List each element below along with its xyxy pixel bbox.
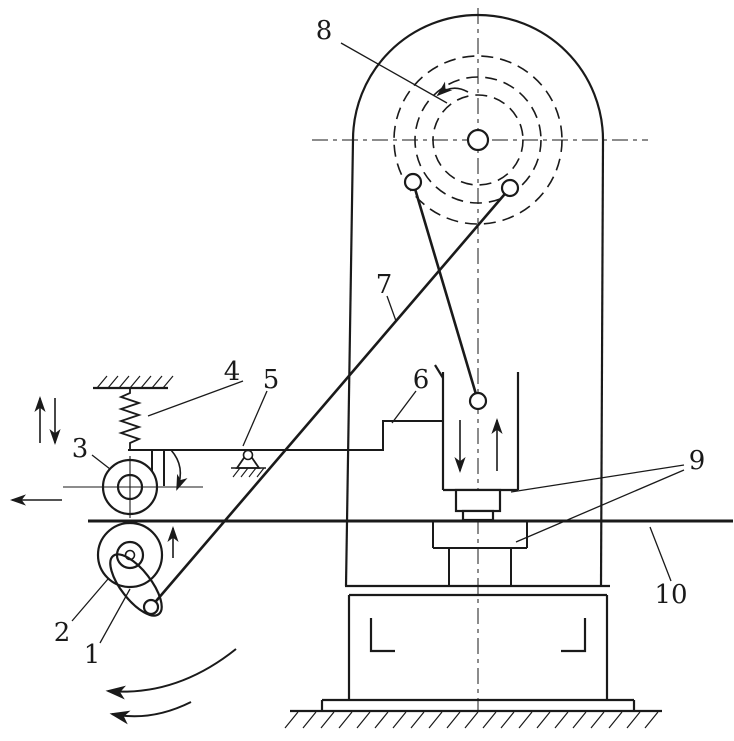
fulcrum-hatch-marks [232,467,265,478]
pivot-pins [142,128,520,616]
rod-7 [150,187,511,608]
label-leader-lines [71,42,685,644]
punch-holder [454,488,502,513]
ram-rod [411,181,480,402]
part-label-9: 9 [689,446,706,476]
roller-rotation-arrow-icon [170,449,188,491]
frame-right-side [599,139,605,587]
ground-hatch-marks [284,711,659,729]
part-label-3: 3 [72,434,89,464]
base-right-bracket [561,618,587,653]
part-label-4: 4 [224,357,241,387]
leader-3 [91,454,111,470]
die-block [432,521,528,586]
crank-pin-left [403,172,423,192]
leader-9-die [515,469,685,543]
part-label-6: 6 [413,365,430,395]
fulcrum-pin [242,449,254,461]
arm-swing-arrow-lower-icon [109,701,192,725]
leader-5 [242,390,268,447]
flywheel-mid-circle [414,76,542,204]
arm-pin [142,598,160,616]
part-label-7: 7 [376,270,393,300]
leader-10 [649,526,672,582]
leader-1 [99,588,131,644]
ram-top-hook [434,364,444,379]
leader-9-punch [510,464,685,493]
part-labels: 1 2 3 4 5 6 7 8 9 10 [54,16,706,670]
part-label-8: 8 [316,16,333,46]
frame-left-side [344,139,355,587]
part-label-5: 5 [263,365,280,395]
ground-hatching [284,709,662,729]
centerlines [312,8,648,710]
crank-pin-right [500,178,520,198]
arm-swing-arrow-upper-icon [105,648,237,700]
punch-tip [461,509,495,522]
anchor-hatch-marks [96,375,174,389]
part-label-2: 2 [54,618,71,648]
leader-8 [340,42,448,104]
connecting-rods [150,181,511,608]
ram-slide [434,364,520,492]
flywheel-hub [466,128,490,152]
machine-base [320,584,636,711]
flywheel [393,55,563,225]
frame-top-arc [351,13,605,141]
flywheel-outer-circle [393,55,563,225]
part-label-10: 10 [654,580,687,610]
leader-6 [391,390,417,424]
flywheel-rotation-arrow-icon [436,81,469,97]
punch [454,488,502,522]
ram-pin [468,391,488,411]
leader-4 [147,380,244,417]
spring [118,388,142,450]
base-left-bracket [369,618,395,653]
eccentric-arm [109,553,163,617]
lever-fulcrum [231,449,266,478]
part-label-1: 1 [84,640,101,670]
feed-lever [128,420,443,486]
lever-and-link [128,420,443,451]
motion-arrows [10,396,503,725]
lower-feed-roller [96,521,164,589]
flywheel-inner-circle [432,94,524,186]
press-frame [344,13,605,587]
spring-anchor [93,375,174,390]
leader-7 [386,295,397,322]
leader-2 [71,578,109,622]
